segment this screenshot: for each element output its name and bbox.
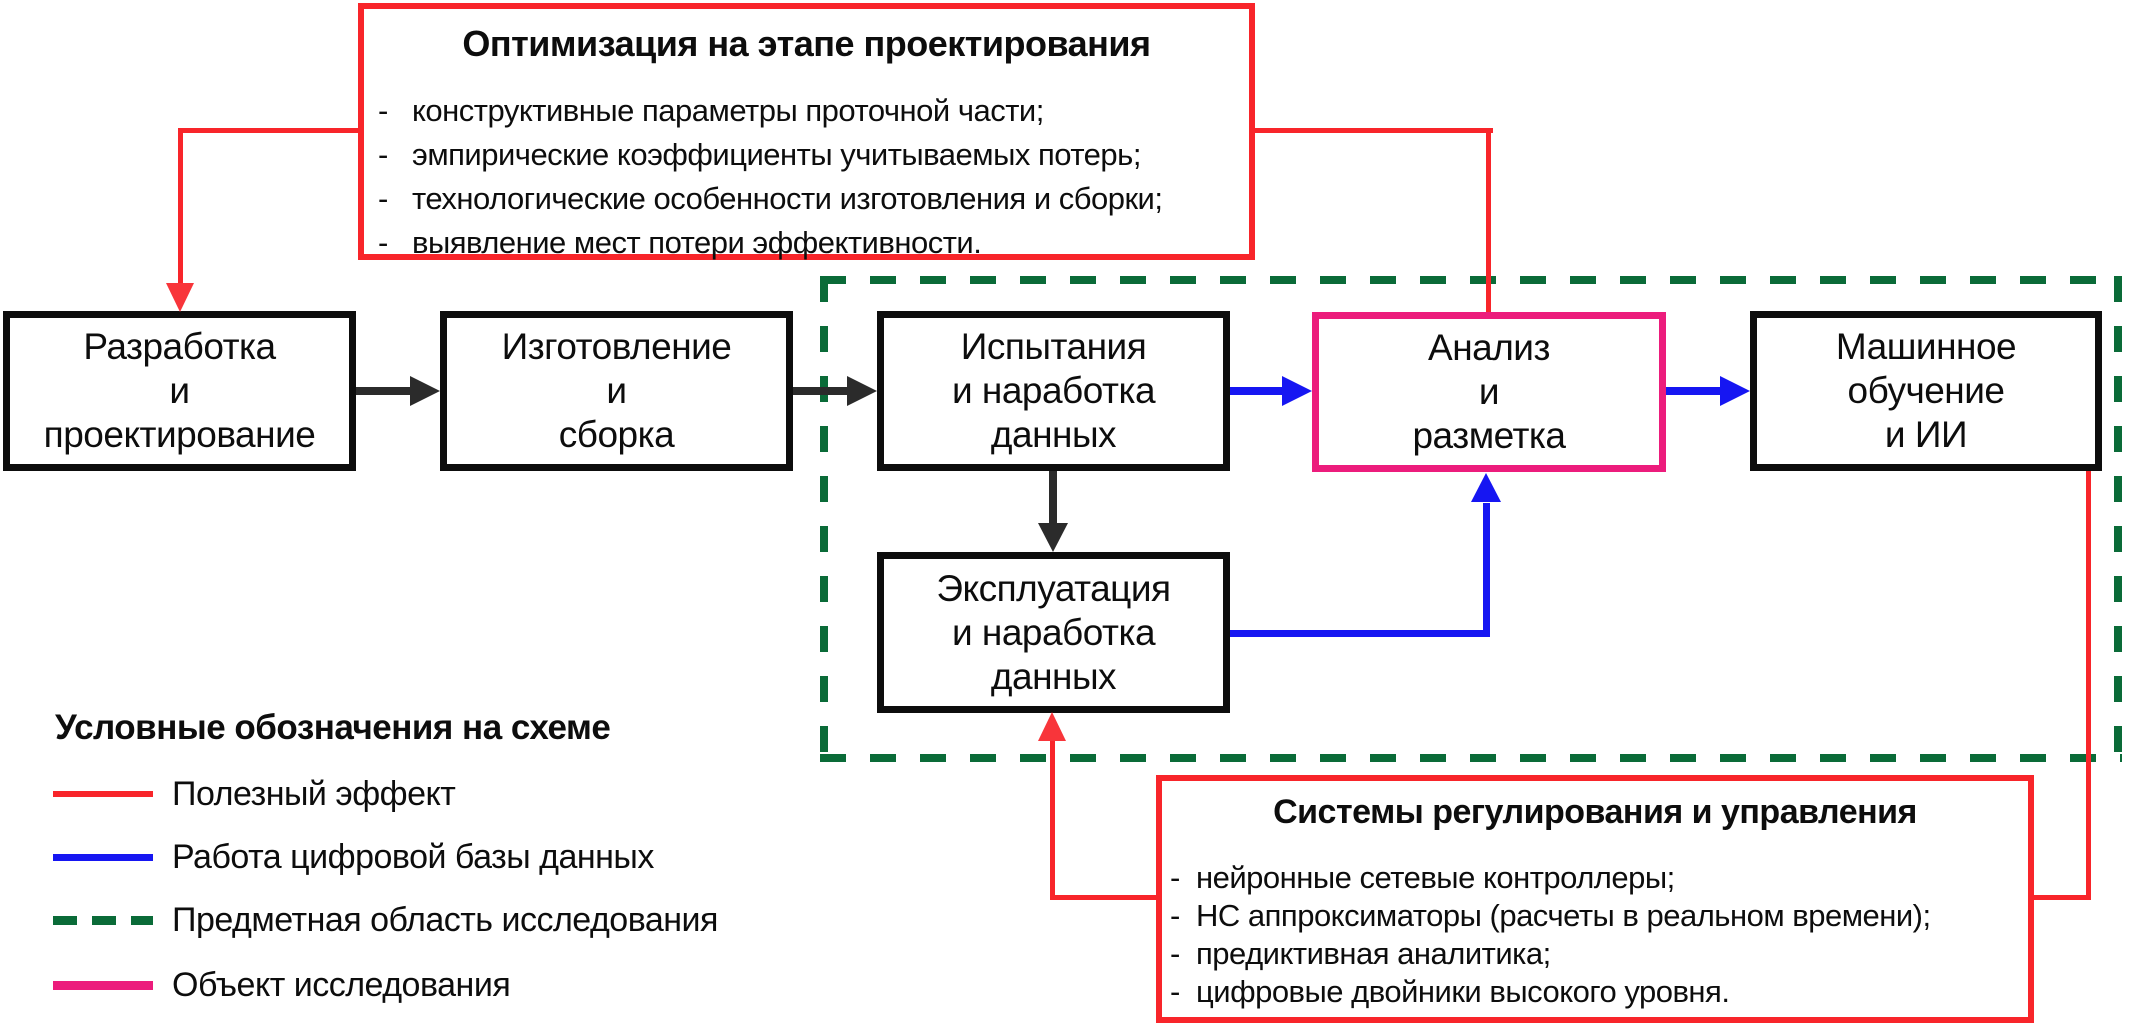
research-area-border-top (820, 276, 2122, 284)
control-systems-title: Системы регулирования и управления (1273, 793, 1917, 831)
box-line: Изготовление (501, 326, 732, 367)
box-line: данных (990, 655, 1117, 697)
pink-line-swatch (53, 980, 153, 990)
box-line: и (606, 370, 627, 411)
box-line: проектирование (43, 414, 316, 455)
box-line: и (1478, 371, 1500, 412)
box-line: Испытания (960, 326, 1147, 367)
list-item: - эмпирические коэффициенты учитываемых … (378, 133, 1239, 177)
bullet-text: выявление мест потери эффективности. (412, 225, 982, 260)
process-box-development: Разработка и проектирование (3, 311, 356, 471)
red-line-swatch (53, 791, 153, 797)
legend-item-research-object: Объект исследования (53, 962, 511, 1008)
bullet-text: конструктивные параметры проточной части… (412, 93, 1044, 128)
bullet-text: нейронные сетевые контроллеры; (1196, 860, 1675, 895)
list-item: - выявление мест потери эффективности. (378, 221, 1239, 265)
green-dashed-swatch (53, 915, 153, 925)
list-item: - нейронные сетевые контроллеры; (1170, 859, 2020, 897)
legend-label: Объект исследования (172, 965, 511, 1004)
bullet-text: НС аппроксиматоры (расчеты в реальном вр… (1196, 898, 1931, 933)
blue-line-swatch (53, 853, 153, 861)
list-item: - НС аппроксиматоры (расчеты в реальном … (1170, 897, 2020, 935)
box-line: и наработка (951, 611, 1156, 653)
list-item: - цифровые двойники высокого уровня. (1170, 973, 2020, 1011)
list-item: - технологические особенности изготовлен… (378, 177, 1239, 221)
box-line: Разработка (83, 326, 276, 367)
legend-item-useful-effect: Полезный эффект (53, 771, 456, 817)
process-box-machine-learning: Машинное обучение и ИИ (1750, 311, 2102, 471)
bullet-dash: - (1170, 860, 1180, 895)
list-item: - предиктивная аналитика; (1170, 935, 2020, 973)
box-line: разметка (1412, 415, 1566, 456)
legend-title: Условные обозначения на схеме (55, 708, 611, 747)
bullet-text: технологические особенности изготовления… (412, 181, 1163, 216)
legend-label: Предметная область исследования (172, 900, 718, 939)
box-line: сборка (558, 414, 675, 455)
bullet-dash: - (378, 225, 388, 260)
bullet-dash: - (1170, 936, 1180, 971)
legend-item-research-area: Предметная область исследования (53, 897, 718, 943)
box-line: данных (990, 414, 1117, 455)
design-optimization-note: Оптимизация на этапе проектирования - ко… (358, 3, 1255, 260)
bullet-text: цифровые двойники высокого уровня. (1196, 974, 1730, 1009)
bullet-dash: - (378, 93, 388, 128)
research-area-border-right (2114, 276, 2122, 762)
box-line: и наработка (951, 370, 1156, 411)
process-box-manufacturing: Изготовление и сборка (440, 311, 793, 471)
bullet-text: предиктивная аналитика; (1196, 936, 1551, 971)
legend-label: Работа цифровой базы данных (172, 837, 654, 876)
control-systems-note: Системы регулирования и управления - ней… (1156, 775, 2034, 1023)
bullet-dash: - (378, 137, 388, 172)
bullet-dash: - (378, 181, 388, 216)
research-area-border-left (820, 276, 828, 762)
process-box-analysis-research-object: Анализ и разметка (1312, 312, 1666, 472)
box-line: обучение (1847, 370, 2006, 411)
bullet-text: эмпирические коэффициенты учитываемых по… (412, 137, 1141, 172)
box-line: Эксплуатация (936, 567, 1171, 609)
box-line: Анализ (1428, 327, 1550, 368)
design-optimization-title: Оптимизация на этапе проектирования (462, 23, 1151, 64)
bullet-dash: - (1170, 974, 1180, 1009)
design-optimization-list: - конструктивные параметры проточной час… (378, 89, 1239, 265)
box-line: Машинное (1835, 326, 2017, 367)
process-box-testing: Испытания и наработка данных (877, 311, 1230, 471)
box-line: и (169, 370, 190, 411)
research-area-border-bottom (820, 754, 2122, 762)
bullet-dash: - (1170, 898, 1180, 933)
control-systems-list: - нейронные сетевые контроллеры; - НС ап… (1170, 859, 2020, 1011)
list-item: - конструктивные параметры проточной час… (378, 89, 1239, 133)
legend-item-database-work: Работа цифровой базы данных (53, 834, 654, 880)
box-line: и ИИ (1884, 414, 1968, 455)
legend-label: Полезный эффект (172, 774, 456, 813)
process-box-operation: Эксплуатация и наработка данных (877, 552, 1230, 713)
